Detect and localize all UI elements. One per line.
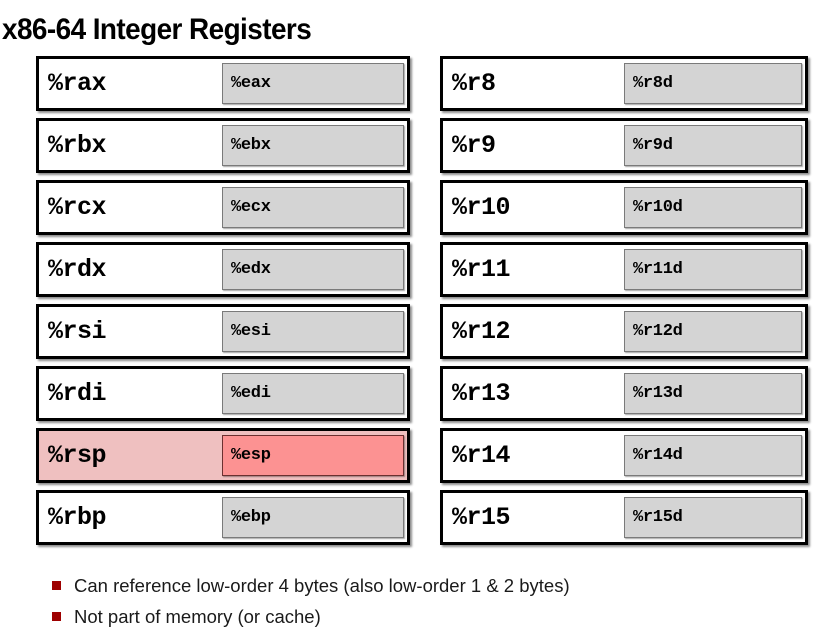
register-name-32bit: %edx bbox=[231, 260, 271, 279]
register-row[interactable]: %rbx %ebx bbox=[36, 118, 410, 173]
register-name-64bit: %r12 bbox=[452, 317, 511, 346]
register-row[interactable]: %r14 %r14d bbox=[440, 428, 808, 483]
register-row[interactable]: %rsi %esi bbox=[36, 304, 410, 359]
register-column-right: %r8%r8d%r9%r9d%r10%r10d%r11%r11d%r12%r12… bbox=[440, 56, 808, 552]
register-name-64bit: %r15 bbox=[452, 503, 511, 532]
register-name-32bit: %eax bbox=[231, 74, 271, 93]
register-subbox-32bit[interactable]: %ecx bbox=[222, 187, 404, 228]
register-name-32bit: %r9d bbox=[633, 136, 673, 155]
register-name-64bit: %r9 bbox=[452, 131, 496, 160]
register-subbox-32bit[interactable]: %r13d bbox=[624, 373, 802, 414]
register-subbox-32bit[interactable]: %ebp bbox=[222, 497, 404, 538]
register-table: %rax %eax %rbx %ebx %rcx %ecx %rdx %edx %rsi %esi… bbox=[0, 56, 817, 556]
register-name-32bit: %ecx bbox=[231, 198, 271, 217]
register-subbox-32bit[interactable]: %r12d bbox=[624, 311, 802, 352]
register-name-64bit: %r10 bbox=[452, 193, 511, 222]
square-bullet-icon bbox=[52, 612, 61, 621]
register-name-32bit: %r14d bbox=[633, 446, 683, 465]
list-item: Can reference low-order 4 bytes (also lo… bbox=[50, 570, 790, 601]
notes-list: Can reference low-order 4 bytes (also lo… bbox=[50, 570, 790, 632]
register-name-64bit: %rdi bbox=[48, 379, 107, 408]
register-subbox-32bit[interactable]: %r15d bbox=[624, 497, 802, 538]
register-row[interactable]: %r12 %r12d bbox=[440, 304, 808, 359]
register-name-32bit: %r12d bbox=[633, 322, 683, 341]
register-subbox-32bit[interactable]: %eax bbox=[222, 63, 404, 104]
register-row[interactable]: %r11 %r11d bbox=[440, 242, 808, 297]
register-name-64bit: %rsp bbox=[48, 441, 107, 470]
register-name-64bit: %r13 bbox=[452, 379, 511, 408]
register-subbox-32bit[interactable]: %r14d bbox=[624, 435, 802, 476]
register-name-32bit: %esi bbox=[231, 322, 271, 341]
register-row[interactable]: %rsp %esp bbox=[36, 428, 410, 483]
register-name-32bit: %ebp bbox=[231, 508, 271, 527]
register-row[interactable]: %rcx %ecx bbox=[36, 180, 410, 235]
register-row[interactable]: %rdx %edx bbox=[36, 242, 410, 297]
register-subbox-32bit[interactable]: %r8d bbox=[624, 63, 802, 104]
register-row[interactable]: %rbp %ebp bbox=[36, 490, 410, 545]
register-subbox-32bit[interactable]: %edi bbox=[222, 373, 404, 414]
register-name-64bit: %rbx bbox=[48, 131, 107, 160]
register-row[interactable]: %rax %eax bbox=[36, 56, 410, 111]
register-subbox-32bit[interactable]: %r9d bbox=[624, 125, 802, 166]
register-subbox-32bit[interactable]: %ebx bbox=[222, 125, 404, 166]
register-name-32bit: %edi bbox=[231, 384, 271, 403]
register-name-32bit: %r10d bbox=[633, 198, 683, 217]
register-row[interactable]: %rdi %edi bbox=[36, 366, 410, 421]
register-name-64bit: %rax bbox=[48, 69, 107, 98]
list-item-label: Can reference low-order 4 bytes (also lo… bbox=[74, 575, 570, 596]
register-name-32bit: %r8d bbox=[633, 74, 673, 93]
register-row[interactable]: %r8 %r8d bbox=[440, 56, 808, 111]
register-subbox-32bit[interactable]: %esp bbox=[222, 435, 404, 476]
register-row[interactable]: %r15 %r15d bbox=[440, 490, 808, 545]
register-name-64bit: %rbp bbox=[48, 503, 107, 532]
register-name-64bit: %rsi bbox=[48, 317, 107, 346]
register-subbox-32bit[interactable]: %esi bbox=[222, 311, 404, 352]
register-name-32bit: %r13d bbox=[633, 384, 683, 403]
square-bullet-icon bbox=[52, 581, 61, 590]
register-name-64bit: %r14 bbox=[452, 441, 511, 470]
register-name-32bit: %r11d bbox=[633, 260, 683, 279]
register-name-32bit: %ebx bbox=[231, 136, 271, 155]
register-row[interactable]: %r9 %r9d bbox=[440, 118, 808, 173]
register-name-64bit: %rdx bbox=[48, 255, 107, 284]
list-item-label: Not part of memory (or cache) bbox=[74, 606, 321, 627]
register-subbox-32bit[interactable]: %r10d bbox=[624, 187, 802, 228]
register-subbox-32bit[interactable]: %edx bbox=[222, 249, 404, 290]
register-subbox-32bit[interactable]: %r11d bbox=[624, 249, 802, 290]
register-name-64bit: %r11 bbox=[452, 255, 511, 284]
register-row[interactable]: %r10 %r10d bbox=[440, 180, 808, 235]
register-column-left: %rax %eax %rbx %ebx %rcx %ecx %rdx %edx %rsi %esi… bbox=[36, 56, 410, 552]
register-name-32bit: %r15d bbox=[633, 508, 683, 527]
page-title: x86-64 Integer Registers bbox=[2, 13, 312, 46]
register-name-64bit: %rcx bbox=[48, 193, 107, 222]
register-name-64bit: %r8 bbox=[452, 69, 496, 98]
list-item: Not part of memory (or cache) bbox=[50, 601, 790, 632]
register-row[interactable]: %r13 %r13d bbox=[440, 366, 808, 421]
register-name-32bit: %esp bbox=[231, 446, 271, 465]
